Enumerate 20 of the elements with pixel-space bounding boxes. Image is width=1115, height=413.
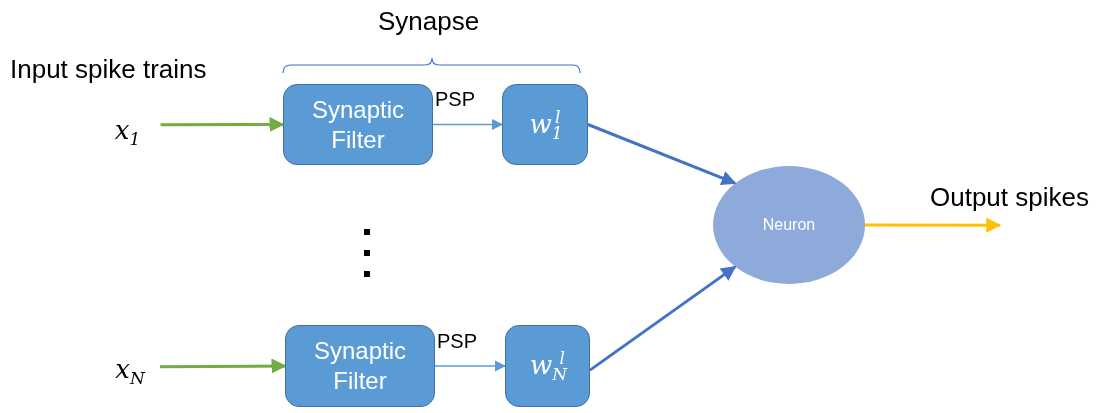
title: Synapse [378,6,480,37]
process-box [283,84,433,165]
node-label: Neuron [762,216,816,234]
text-label: Output spikes [930,182,1089,213]
node-label: Synaptic Filter [310,94,406,155]
weight-box [505,325,590,407]
weight-box [502,84,588,165]
arrow [865,217,1002,233]
process-box [285,325,435,407]
math-symbol: x$_{N}$ [115,353,145,389]
arrow [160,358,287,374]
arrow [432,118,504,131]
arrow [434,360,507,372]
neuron-ellipse [713,166,865,284]
text-label: Input spike trains [10,54,207,85]
arrow [160,117,285,133]
arrow [587,123,737,186]
math-symbol: x$_{1}$ [114,114,141,150]
node-label: Synaptic Filter [312,336,408,396]
arrow [589,265,737,372]
